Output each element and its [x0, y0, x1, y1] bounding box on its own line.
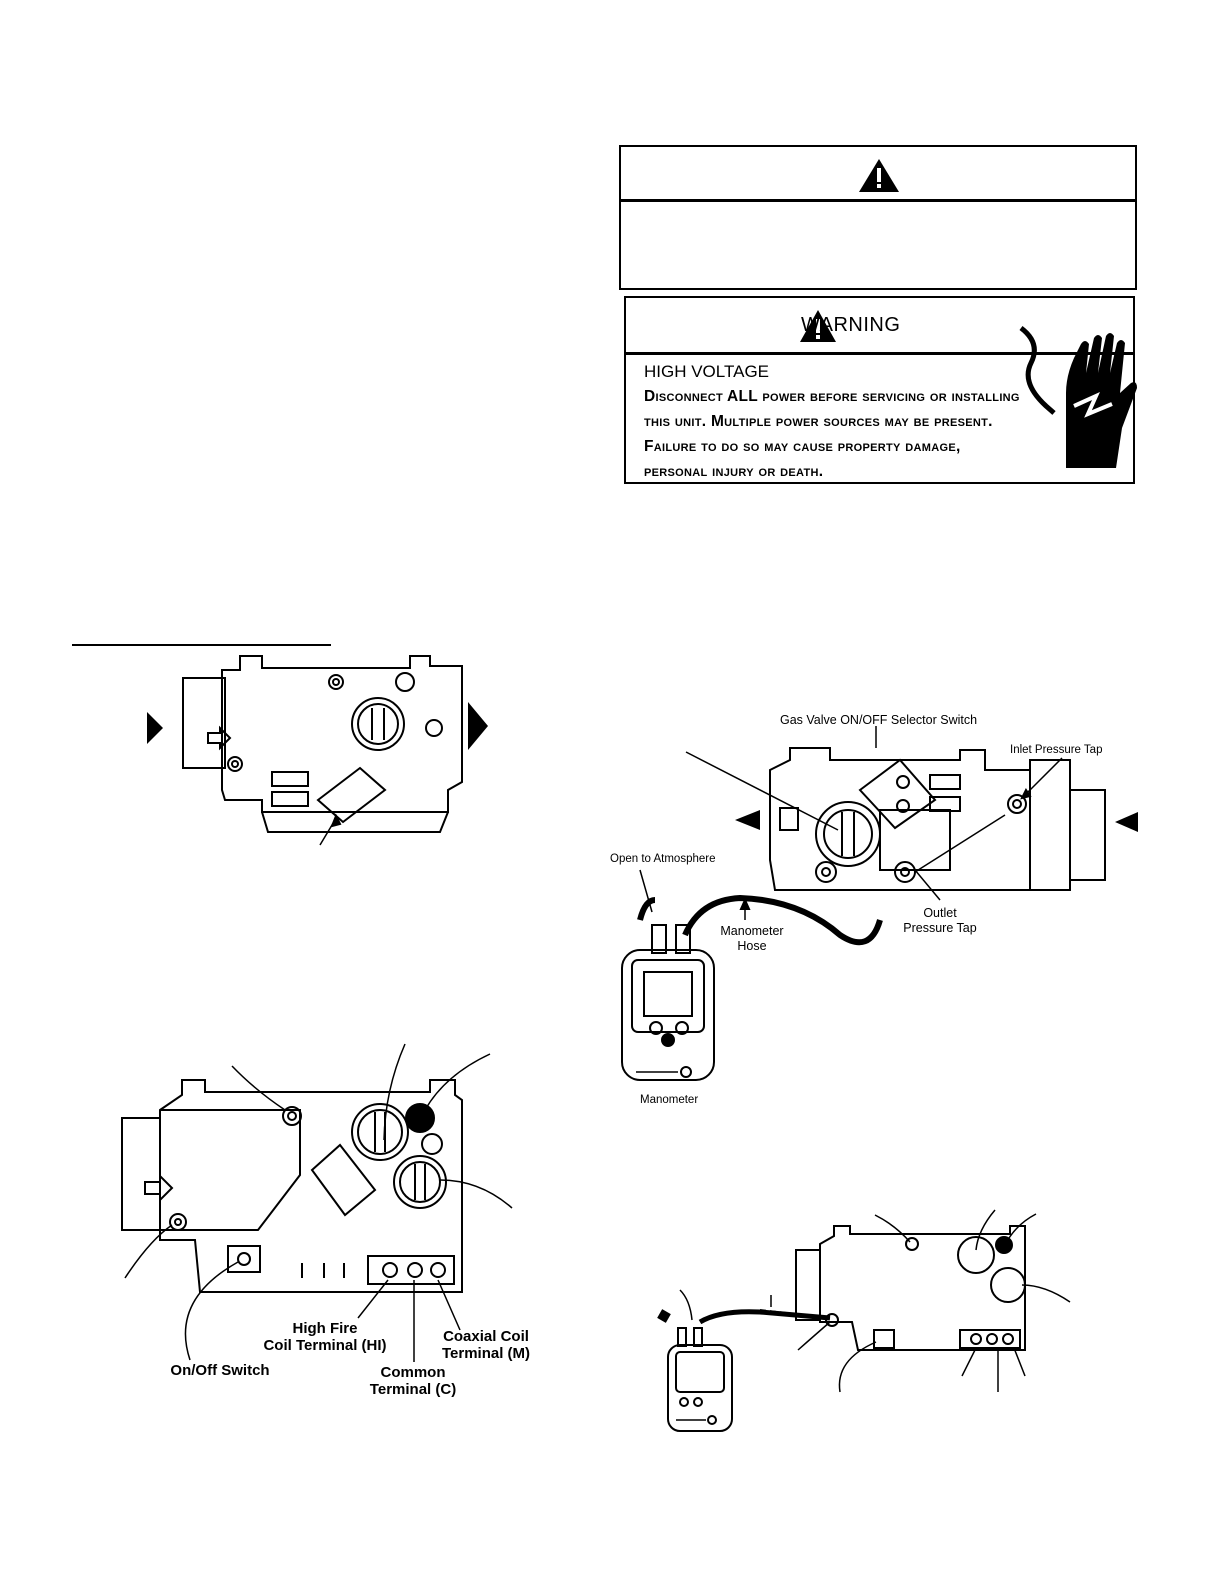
electric-shock-hand-icon [1019, 326, 1137, 468]
warning-heading: HIGH VOLTAGE [644, 362, 770, 381]
caution-icon [859, 159, 899, 192]
warning-body: Disconnect ALL power before servicing or… [644, 388, 1020, 480]
valve-figure-top-left [147, 655, 488, 846]
label-manometer-hose: Manometer Hose [720, 924, 784, 953]
label-outlet-pressure-tap: Outlet Pressure Tap [903, 906, 977, 935]
label-coaxial-coil: Coaxial Coil Terminal (M) [441, 1328, 531, 1362]
warning-box: WARNING HIGH VOLTAGE Disconnect ALL powe… [624, 296, 1137, 484]
label-manometer: Manometer [640, 1094, 699, 1106]
flow-arrow-in-icon [1115, 812, 1138, 832]
warning-title: WARNING [801, 314, 901, 336]
label-selector-switch: Gas Valve ON/OFF Selector Switch [780, 713, 978, 727]
warning-graphics [800, 310, 1137, 468]
label-inlet-pressure-tap: Inlet Pressure Tap [1010, 744, 1103, 756]
section-rule [72, 644, 331, 646]
label-open-to-atmosphere: Open to Atmosphere [610, 853, 716, 865]
flow-arrow-out-icon [468, 702, 488, 750]
label-common-terminal: Common Terminal (C) [369, 1364, 457, 1398]
label-on-off-switch: On/Off Switch [170, 1362, 270, 1379]
valve-figure-bottom-left [121, 1043, 513, 1362]
label-high-fire: High Fire Coil Terminal (HI) [263, 1320, 387, 1354]
flow-arrow-out-icon [735, 810, 760, 830]
valve-figure-manometer [621, 726, 1138, 1432]
caution-box [619, 145, 1137, 290]
warning-triangle-icon [800, 310, 836, 342]
flow-arrow-in-icon [147, 712, 163, 744]
